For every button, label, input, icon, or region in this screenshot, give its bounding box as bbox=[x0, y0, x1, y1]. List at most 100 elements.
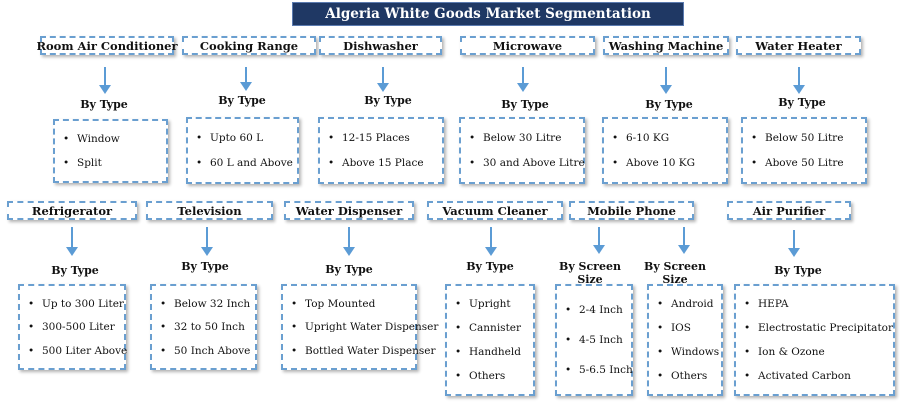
arrow-dishwasher bbox=[377, 67, 389, 92]
list-item-text: 300-500 Liter bbox=[42, 321, 115, 333]
list-item: •Window bbox=[59, 133, 162, 145]
bullet-icon: • bbox=[751, 157, 758, 169]
list-item-text: 5-6.5 Inch bbox=[579, 364, 633, 376]
bullet-icon: • bbox=[744, 298, 751, 310]
arrow-vacuum-cleaner bbox=[485, 227, 497, 256]
segment-list-water-heater: •Below 50 Litre•Above 50 Litre bbox=[741, 117, 867, 184]
list-item-text: Others bbox=[671, 370, 708, 382]
bullet-icon: • bbox=[28, 344, 35, 357]
bullet-icon: • bbox=[291, 321, 298, 333]
bullet-icon: • bbox=[469, 132, 476, 144]
bullet-icon: • bbox=[751, 132, 758, 144]
bullet-icon: • bbox=[657, 346, 664, 358]
list-item-text: Above 15 Place bbox=[342, 157, 424, 169]
segment-list-washing-machine: •6-10 KG•Above 10 KG bbox=[602, 117, 728, 184]
category-box-water-dispenser: Water Dispenser bbox=[284, 201, 414, 220]
category-box-dishwasher: Dishwasher bbox=[319, 36, 442, 55]
arrow-water-heater bbox=[793, 67, 805, 94]
list-item-text: Handheld bbox=[469, 346, 521, 358]
bullet-icon: • bbox=[565, 364, 572, 376]
list-item-text: 60 L and Above bbox=[210, 157, 293, 169]
list-item-text: Others bbox=[469, 370, 506, 382]
bullet-icon: • bbox=[469, 157, 476, 169]
bullet-icon: • bbox=[28, 297, 35, 310]
list-item: •Split bbox=[59, 157, 162, 169]
list-item: • Windows bbox=[653, 346, 720, 358]
bullet-icon: • bbox=[196, 157, 203, 169]
bullet-icon: • bbox=[455, 322, 462, 334]
bullet-icon: • bbox=[612, 157, 619, 169]
segment-label-television: By Type bbox=[181, 260, 229, 273]
bullet-icon: • bbox=[196, 132, 203, 144]
category-box-water-heater: Water Heater bbox=[736, 36, 861, 55]
list-item: •Handheld bbox=[451, 346, 529, 358]
segment-label-refrigerator: By Type bbox=[51, 264, 99, 277]
list-item-text: Below 32 Inch bbox=[174, 297, 251, 310]
segment-label-cooking-range: By Type bbox=[218, 94, 266, 107]
segment-list-microwave: •Below 30 Litre•30 and Above Litre bbox=[459, 117, 585, 184]
list-item-text: Cannister bbox=[469, 322, 522, 334]
category-box-refrigerator: Refrigerator bbox=[7, 201, 137, 220]
list-item: •500 Liter Above bbox=[24, 344, 127, 357]
list-item-text: Ion & Ozone bbox=[758, 346, 825, 358]
bullet-icon: • bbox=[657, 370, 664, 382]
segment-label-water-dispenser: By Type bbox=[325, 263, 373, 276]
list-item-text: Upto 60 L bbox=[210, 132, 264, 144]
bullet-icon: • bbox=[63, 133, 70, 145]
bullet-icon: • bbox=[455, 298, 462, 310]
list-item: • 30 and Above Litre bbox=[465, 157, 585, 169]
bullet-icon: • bbox=[565, 334, 572, 346]
segment-label-water-heater: By Type bbox=[778, 96, 826, 109]
bullet-icon: • bbox=[565, 304, 572, 316]
list-item-text: Activated Carbon bbox=[758, 370, 851, 382]
segment-list-dishwasher: •12-15 Places • Above 15 Place bbox=[318, 117, 444, 184]
arrow-cooking-range bbox=[240, 67, 252, 91]
list-item: • Above 15 Place bbox=[324, 157, 438, 169]
category-box-television: Television bbox=[146, 201, 273, 220]
segment-list-mobile-os: •Android•IOS•Windows•Others bbox=[647, 284, 723, 396]
list-item-text: Android bbox=[671, 298, 714, 310]
list-item: • 300-500 Liter bbox=[24, 321, 120, 333]
category-box-mobile-phone: Mobile Phone bbox=[569, 201, 694, 220]
arrow-mobile-phone bbox=[593, 227, 605, 254]
list-item: •32 to 50 Inch bbox=[156, 321, 251, 333]
list-item: •Above 10 KG bbox=[608, 157, 722, 169]
segment-label-room-air-conditioner: By Type bbox=[80, 98, 128, 111]
list-item: • HEPA bbox=[740, 298, 889, 310]
segment-label-washing-machine: By Type bbox=[645, 98, 693, 111]
segment-list-mobile-phone: • 2-4 Inch • 4-5 Inch • 5-6.5 Inch bbox=[555, 284, 633, 396]
bullet-icon: • bbox=[657, 298, 664, 310]
list-item: •Below 30 Litre bbox=[465, 132, 579, 144]
arrow-water-dispenser bbox=[343, 227, 355, 256]
list-item: •IOS bbox=[653, 322, 717, 334]
list-item: •12-15 Places bbox=[324, 132, 438, 144]
bullet-icon: • bbox=[328, 157, 335, 169]
segment-list-water-dispenser: •Top Mounted•Upright Water Dispenser•Bot… bbox=[281, 284, 438, 370]
arrow-microwave bbox=[517, 67, 529, 92]
bullet-icon: • bbox=[657, 322, 664, 334]
segment-list-refrigerator: • Up to 300 Liter • 300-500 Liter •500 Liter… bbox=[18, 284, 127, 370]
list-item-text: 32 to 50 Inch bbox=[174, 321, 245, 333]
category-box-vacuum-cleaner: Vacuum Cleaner bbox=[427, 201, 563, 220]
list-item: •Others bbox=[451, 370, 529, 382]
segment-label-air-purifier: By Type bbox=[774, 264, 822, 277]
list-item-text: Above 50 Litre bbox=[765, 157, 844, 169]
list-item-text: 2-4 Inch bbox=[579, 304, 623, 316]
list-item: • Cannister bbox=[451, 322, 529, 334]
list-item-text: Windows bbox=[671, 346, 720, 358]
list-item-text: HEPA bbox=[758, 298, 789, 310]
list-item-text: Up to 300 Liter bbox=[42, 297, 124, 310]
list-item-text: 30 and Above Litre bbox=[483, 157, 585, 169]
category-box-cooking-range: Cooking Range bbox=[182, 36, 316, 55]
arrow-room-air-conditioner bbox=[99, 67, 111, 94]
bullet-icon: • bbox=[612, 132, 619, 144]
list-item-text: Split bbox=[77, 157, 102, 169]
list-item: • Up to 300 Liter bbox=[24, 297, 124, 310]
list-item-text: Top Mounted bbox=[305, 297, 376, 310]
bullet-icon: • bbox=[291, 344, 298, 357]
list-item-text: 4-5 Inch bbox=[579, 334, 623, 346]
bullet-icon: • bbox=[28, 321, 35, 333]
segment-list-television: •Below 32 Inch•32 to 50 Inch•50 Inch Abo… bbox=[150, 284, 257, 370]
segment-list-room-air-conditioner: •Window•Split bbox=[53, 119, 168, 183]
list-item: •Below 50 Litre bbox=[747, 132, 861, 144]
